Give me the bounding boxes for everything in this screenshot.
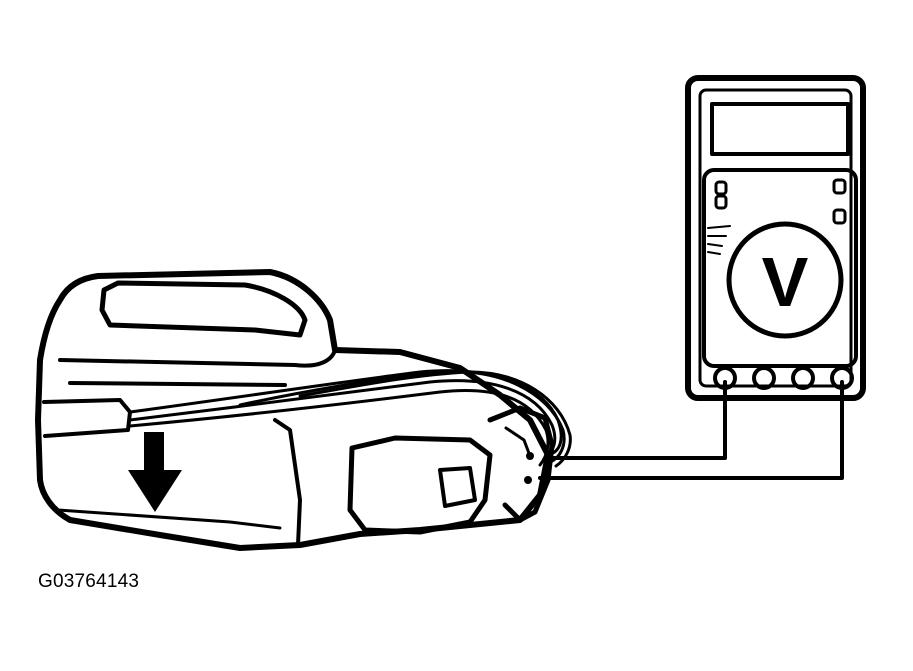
meter-display bbox=[710, 102, 850, 156]
meter-symbol-label: V bbox=[762, 243, 809, 321]
connector-top-panel bbox=[99, 280, 308, 338]
wire-harness bbox=[128, 369, 572, 468]
lead-1 bbox=[546, 380, 727, 460]
jack-1 bbox=[713, 366, 737, 390]
connector-body bbox=[35, 269, 551, 551]
plug-housing bbox=[347, 435, 493, 535]
voltmeter-icon: V bbox=[685, 75, 866, 401]
meter-face bbox=[702, 168, 858, 368]
jack-4 bbox=[830, 366, 854, 390]
meter-dial bbox=[726, 221, 844, 339]
connector-icon bbox=[35, 269, 555, 551]
down-arrow-icon bbox=[128, 432, 182, 512]
test-leads bbox=[538, 380, 844, 480]
lead-2 bbox=[538, 380, 844, 480]
jack-3 bbox=[791, 366, 815, 390]
figure-id-label: G03764143 bbox=[38, 571, 140, 592]
meter-case bbox=[685, 75, 866, 401]
jack-2 bbox=[752, 366, 776, 390]
